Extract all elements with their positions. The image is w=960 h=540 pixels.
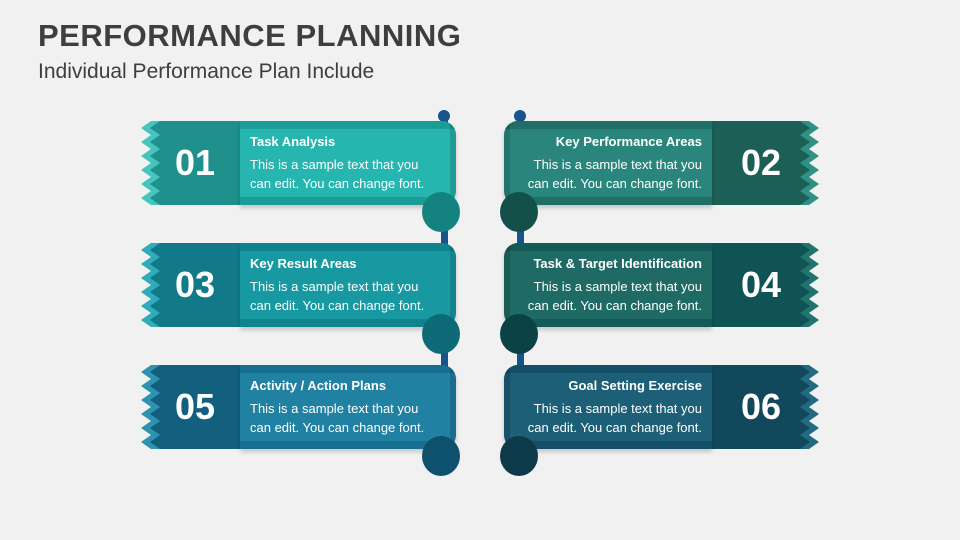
ribbon-item-05: 05 Activity / Action Plans This is a sam… [141,365,460,476]
ribbon-flag [504,121,712,205]
ribbon-fold-top [504,365,712,373]
item-title: Key Performance Areas [555,134,702,149]
ribbon-fold-bottom [504,441,712,449]
number-band [712,243,810,327]
ribbon-item-02: 02 Key Performance Areas This is a sampl… [500,121,819,232]
ribbon-flag [240,365,456,449]
ribbon-fold-bottom [504,197,712,205]
ribbon-curl-shade [504,365,510,449]
item-content: Key Performance Areas This is a sample t… [516,133,702,193]
item-number: 04 [740,264,782,305]
ribbon-fold-top [240,243,456,251]
ribbon-curl [500,314,538,354]
item-body: This is a sample text that you can edit.… [250,279,425,313]
ribbon-curl [422,314,460,354]
ribbon-curl [500,436,538,476]
ribbon-item-06: 06 Goal Setting Exercise This is a sampl… [500,365,819,476]
ribbon-curl [422,192,460,232]
ribbon-fold-top [504,243,712,251]
item-content: Activity / Action Plans This is a sample… [250,377,440,437]
item-title: Goal Setting Exercise [568,378,702,393]
ribbon-flag [240,243,456,327]
item-number: 05 [174,386,216,427]
ribbon-curl-shade [450,121,456,205]
item-body: This is a sample text that you can edit.… [527,401,702,435]
ribbon-curl-shade [504,243,510,327]
number-band [150,365,251,449]
ribbon-curl [422,436,460,476]
item-title: Key Result Areas [250,256,357,271]
ribbon-fold-top [240,365,456,373]
item-body: This is a sample text that you can edit.… [527,279,702,313]
flagpole-left-cap [438,110,450,122]
ribbon-fold-bottom [504,319,712,327]
item-body: This is a sample text that you can edit.… [250,157,425,191]
item-number: 03 [174,264,216,305]
ribbon-flag [240,121,456,205]
ribbon-curl-shade [450,243,456,327]
ribbon-item-01: 01 Task Analysis This is a sample text t… [141,121,460,232]
ribbon-flag [504,243,712,327]
ribbon-fold-bottom [240,441,456,449]
number-band [150,121,251,205]
item-number: 02 [740,142,782,183]
ribbon-fold-bottom [240,319,456,327]
item-content: Task & Target Identification This is a s… [516,255,702,315]
ribbon-fold-top [504,121,712,129]
number-band [712,121,810,205]
item-title: Activity / Action Plans [250,378,387,393]
item-number: 01 [174,142,216,183]
flagpole-right-cap [514,110,526,122]
item-content: Key Result Areas This is a sample text t… [250,255,440,315]
item-title: Task Analysis [250,134,336,149]
item-content: Task Analysis This is a sample text that… [250,133,440,193]
item-content: Goal Setting Exercise This is a sample t… [516,377,702,437]
number-band [712,365,810,449]
item-body: This is a sample text that you can edit.… [250,401,425,435]
page-title: PERFORMANCE PLANNING [38,18,462,53]
ribbon-fold-top [240,121,456,129]
ribbon-fold-bottom [240,197,456,205]
number-band [150,243,251,327]
ribbon-flag [504,365,712,449]
ribbon-item-04: 04 Task & Target Identification This is … [500,243,819,354]
ribbon-curl [500,192,538,232]
item-body: This is a sample text that you can edit.… [527,157,702,191]
ribbon-curl-shade [504,121,510,205]
ribbon-curl-shade [450,365,456,449]
ribbon-item-03: 03 Key Result Areas This is a sample tex… [141,243,460,354]
item-title: Task & Target Identification [533,256,702,271]
page-subtitle: Individual Performance Plan Include [38,60,375,83]
item-number: 06 [740,386,782,427]
